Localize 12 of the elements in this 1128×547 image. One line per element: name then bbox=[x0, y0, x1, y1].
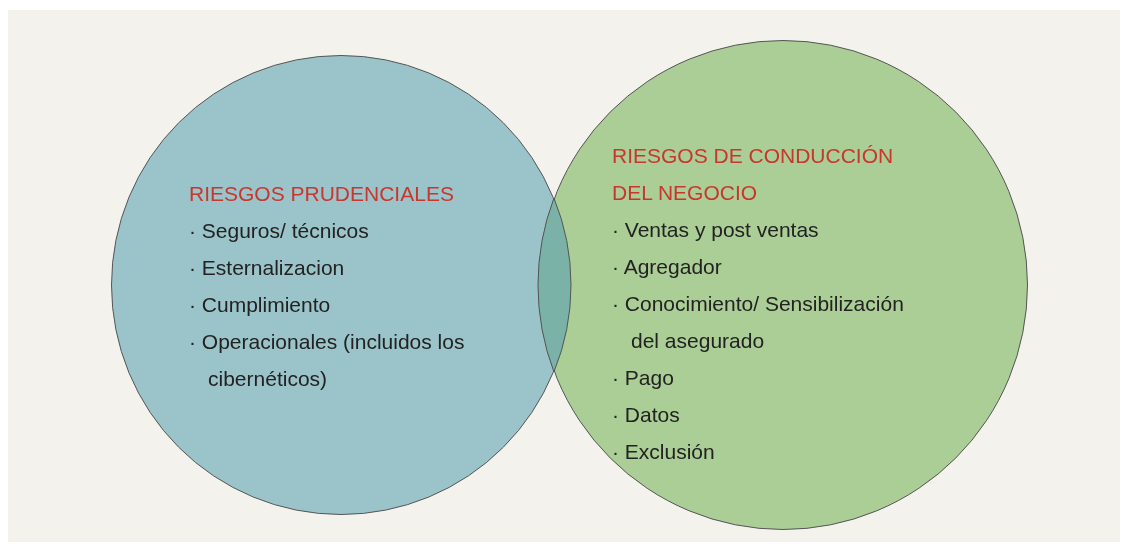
list-item: · Agregador bbox=[612, 254, 723, 280]
circle-heading: RIESGOS DE CONDUCCIÓN DEL NEGOCIO bbox=[612, 143, 895, 206]
list-item: · Conocimiento/ Sensibilización del asegurado bbox=[612, 291, 905, 354]
list-item: · Exclusión bbox=[612, 439, 716, 465]
list-item: · Esternalizacion bbox=[189, 255, 346, 281]
list-item: · Cumplimiento bbox=[189, 292, 332, 318]
list-item: · Pago bbox=[612, 365, 675, 391]
list-item: · Operacionales (incluidos los cibernéticos) bbox=[189, 329, 466, 392]
circle-heading: RIESGOS PRUDENCIALES bbox=[189, 181, 455, 207]
list-item: · Ventas y post ventas bbox=[612, 217, 820, 243]
list-item: · Datos bbox=[612, 402, 681, 428]
list-item: · Seguros/ técnicos bbox=[189, 218, 370, 244]
